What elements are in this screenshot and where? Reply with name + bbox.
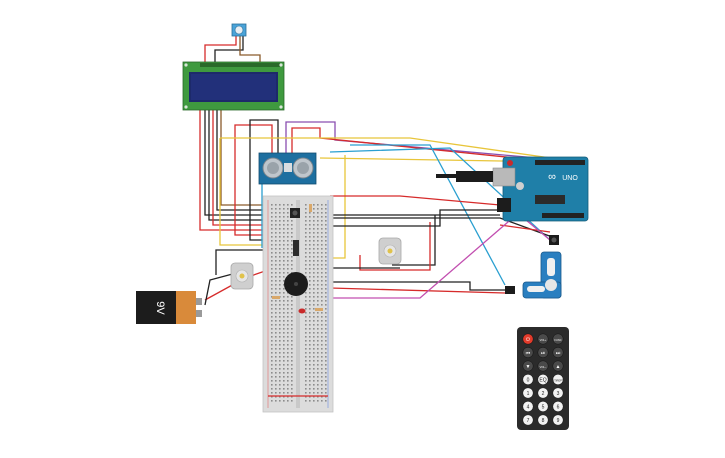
remote-button-1-0[interactable] — [522, 347, 534, 358]
remote-button-label: 7 — [527, 418, 530, 424]
remote-button-0-1[interactable] — [537, 333, 549, 345]
remote-button-label: 2 — [542, 391, 545, 397]
remote-button-4-1[interactable] — [537, 387, 549, 399]
wire-lcd-red-2[interactable] — [199, 110, 268, 231]
remote-button-label: VOL+ — [540, 338, 547, 342]
remote-button-0-0[interactable] — [522, 333, 534, 345]
wire-lcd-black-1[interactable] — [204, 110, 268, 216]
remote-button-5-1[interactable] — [537, 401, 549, 412]
remote-button-label: 8 — [542, 418, 545, 424]
remote-button-label: VOL− — [540, 365, 547, 369]
wire-pot-brown[interactable] — [239, 36, 261, 62]
led[interactable] — [298, 308, 306, 314]
piezo-buzzer[interactable] — [284, 272, 308, 296]
arduino-logo: UNO — [562, 175, 578, 182]
dc-motor-left[interactable] — [230, 262, 254, 290]
wire-yellow-1[interactable] — [219, 138, 268, 246]
ir-receiver-chip[interactable] — [290, 208, 300, 218]
remote-button-2-0[interactable] — [522, 360, 534, 372]
wire-yellow-3[interactable] — [330, 155, 346, 259]
wire-pot-red[interactable] — [204, 36, 237, 62]
remote-button-6-0[interactable] — [522, 414, 534, 426]
wire-us-red[interactable] — [234, 124, 273, 236]
resistor-2[interactable] — [315, 308, 323, 311]
remote-button-label: ⏭ — [556, 350, 561, 356]
breadboard[interactable] — [262, 195, 334, 413]
resistor-3[interactable] — [309, 204, 312, 212]
wire-blue-1[interactable] — [350, 144, 506, 286]
wire-yellow-2[interactable] — [220, 137, 566, 161]
remote-button-label: 0 — [527, 377, 530, 383]
remote-button-2-1[interactable] — [537, 360, 549, 372]
lcd-16x2[interactable] — [182, 61, 285, 111]
remote-button-0-2[interactable] — [552, 333, 564, 345]
arduino-brand-mark: ∞ — [548, 171, 556, 183]
ir-receiver[interactable] — [549, 235, 559, 245]
arduino-uno[interactable]: ∞ UNO — [492, 156, 589, 222]
transistor[interactable] — [293, 240, 299, 256]
remote-button-1-2[interactable] — [552, 347, 564, 358]
wire-black-battery[interactable] — [204, 271, 241, 306]
remote-button-label: ▲ — [556, 364, 561, 370]
remote-button-3-2[interactable] — [552, 374, 564, 385]
remote-button-label: ⏻ — [526, 337, 530, 343]
remote-button-label: EQ — [539, 377, 546, 383]
wire-pot-black[interactable] — [214, 36, 244, 62]
remote-button-label: 9 — [557, 418, 560, 424]
wire-black-arduino-top[interactable] — [330, 209, 505, 227]
wire-red-arduino-1[interactable] — [330, 195, 501, 206]
battery-9v[interactable]: 9V — [136, 291, 202, 324]
remote-button-label: 6 — [557, 404, 560, 410]
remote-button-2-2[interactable] — [552, 360, 564, 372]
remote-button-3-1[interactable] — [537, 374, 549, 385]
resistor-1[interactable] — [272, 296, 280, 299]
ir-remote[interactable]: ⏻ VOL+ FUNC ⏮ ⏯ ⏭ ▼ VOL− ▲ 0 EQ ST/REPT 1 2 3 4 5 6 7 8 9 — [517, 327, 569, 430]
wire-red-bb-servo[interactable] — [329, 287, 506, 294]
wire-black-motor-r[interactable] — [392, 215, 436, 266]
wire-black-bb-servo[interactable] — [330, 281, 505, 291]
wire-black-arduino-2[interactable] — [330, 217, 556, 239]
remote-button-label: ST/REPT — [553, 378, 564, 382]
wires — [199, 36, 566, 306]
wire-magenta-servo[interactable] — [330, 189, 546, 299]
remote-button-4-2[interactable] — [552, 387, 564, 399]
remote-button-label: 5 — [542, 404, 545, 410]
remote-button-label: 4 — [527, 404, 530, 410]
dc-motor-right[interactable] — [378, 237, 402, 265]
wire-lcd-black-2[interactable] — [208, 110, 268, 221]
remote-button-6-2[interactable] — [552, 414, 564, 426]
ultrasonic-sensor[interactable] — [258, 152, 317, 185]
wire-black-motor-l[interactable] — [215, 249, 268, 275]
lcd-pins — [200, 63, 280, 67]
remote-button-5-2[interactable] — [552, 401, 564, 412]
remote-button-label: ⏯ — [541, 350, 545, 356]
remote-button-1-1[interactable] — [537, 347, 549, 358]
wire-red-servo[interactable] — [499, 224, 551, 233]
potentiometer[interactable] — [231, 23, 247, 37]
power-jack[interactable] — [497, 198, 511, 212]
battery-label: 9V — [154, 301, 166, 315]
remote-button-5-0[interactable] — [522, 401, 534, 412]
usb-connector[interactable] — [492, 167, 516, 187]
usb-cable[interactable] — [436, 171, 493, 182]
remote-button-label: 3 — [557, 391, 560, 397]
remote-button-3-0[interactable] — [522, 374, 534, 385]
remote-button-4-0[interactable] — [522, 387, 534, 399]
servo-motor[interactable] — [505, 251, 562, 299]
remote-button-label: 1 — [527, 391, 530, 397]
remote-button-label: ⏮ — [526, 350, 531, 356]
remote-button-6-1[interactable] — [537, 414, 549, 426]
wire-red-motor-r[interactable] — [359, 222, 431, 271]
wire-lcd-brown[interactable] — [220, 110, 268, 206]
remote-button-label: FUNC — [554, 338, 561, 342]
wire-lcd-black-3[interactable] — [216, 110, 268, 211]
remote-button-label: ▼ — [526, 364, 531, 370]
wire-us-purple[interactable] — [285, 121, 561, 161]
wire-us-black[interactable] — [249, 119, 279, 241]
